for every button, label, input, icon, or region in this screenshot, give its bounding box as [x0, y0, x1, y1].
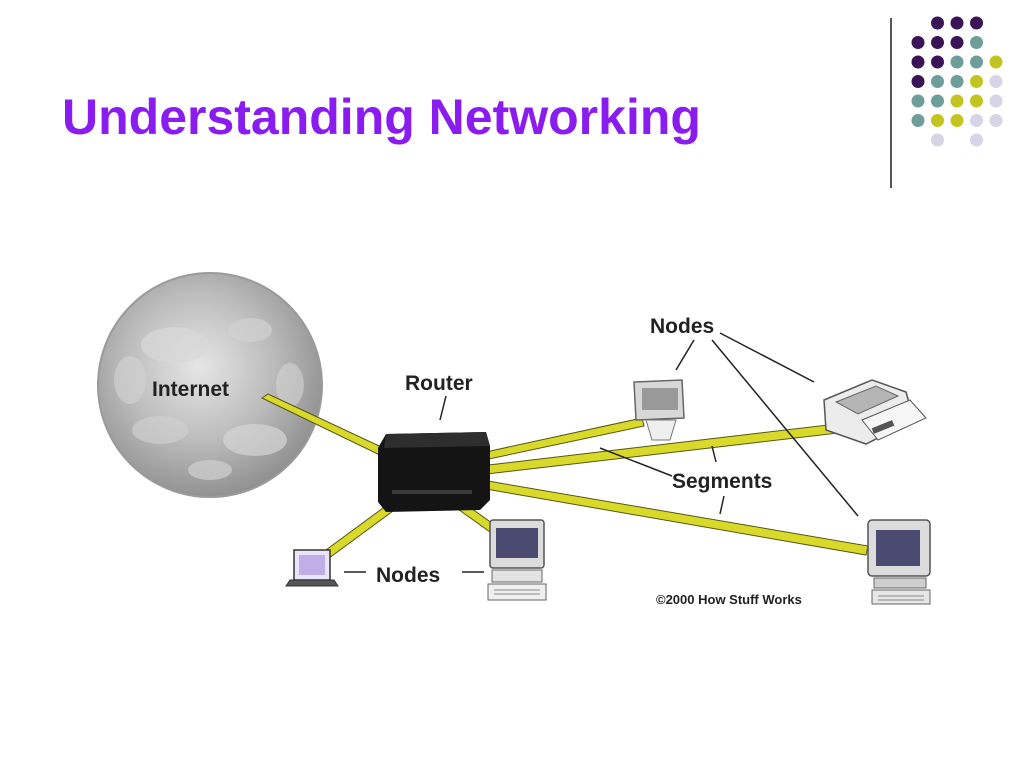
- decorative-dot: [931, 75, 944, 88]
- nodes-top-label: Nodes: [650, 315, 714, 338]
- decorative-dot: [970, 16, 983, 30]
- decorative-dot: [989, 55, 1003, 69]
- decorative-dot: [950, 75, 964, 88]
- label-pointers: [344, 332, 859, 573]
- decorative-dot: [970, 94, 983, 108]
- internet-label: Internet: [152, 378, 229, 401]
- router-box-icon: [378, 432, 490, 512]
- decorative-dot: [970, 114, 983, 127]
- pointer-segments-2: [711, 445, 717, 463]
- pointer-nodes-top-2: [719, 332, 815, 383]
- desktop-computer-icon: [487, 519, 547, 601]
- decorative-dot: [911, 75, 925, 88]
- decorative-dot: [970, 36, 983, 49]
- printer-icon: [823, 379, 927, 445]
- decorative-dot: [989, 94, 1003, 108]
- laptop-icon: [285, 549, 339, 587]
- pointer-nodes-top-1: [675, 339, 695, 371]
- pointer-segments-3: [719, 495, 725, 515]
- decorative-dot: [970, 133, 983, 147]
- router-label: Router: [405, 372, 473, 395]
- desktop-computer-icon: [867, 519, 931, 605]
- pointer-router: [439, 395, 447, 421]
- pointer-nodes-top-3: [711, 339, 859, 517]
- decorative-dot: [950, 36, 964, 49]
- network-segments: [260, 393, 869, 579]
- decorative-dot: [911, 55, 925, 69]
- decorative-dot: [931, 55, 944, 69]
- decorative-dot: [931, 16, 944, 30]
- decorative-dot: [950, 94, 964, 108]
- decorative-dot: [911, 36, 925, 49]
- decorative-dot-grid: [911, 16, 1003, 147]
- decorative-dot: [989, 114, 1003, 127]
- decorative-dot: [970, 55, 983, 69]
- decorative-dot: [950, 114, 964, 127]
- decorative-dot: [950, 16, 964, 30]
- decorative-dot: [931, 36, 944, 49]
- decorative-dot: [970, 75, 983, 88]
- internet-globe-icon: [97, 272, 323, 498]
- decorative-dot: [931, 94, 944, 108]
- page-title: Understanding Networking: [62, 89, 701, 145]
- decorative-dot: [911, 114, 925, 127]
- decorative-divider: [890, 18, 892, 188]
- decorative-dot: [931, 133, 944, 147]
- nodes-bottom-label: Nodes: [376, 564, 440, 587]
- decorative-dot: [911, 94, 925, 108]
- desktop-computer-icon: [633, 379, 685, 441]
- copyright-label: ©2000 How Stuff Works: [656, 592, 802, 607]
- decorative-dot: [950, 55, 964, 69]
- decorative-dot: [989, 75, 1003, 88]
- decorative-dot: [931, 114, 944, 127]
- segments-label: Segments: [672, 470, 772, 493]
- pointer-segments-1: [599, 447, 673, 477]
